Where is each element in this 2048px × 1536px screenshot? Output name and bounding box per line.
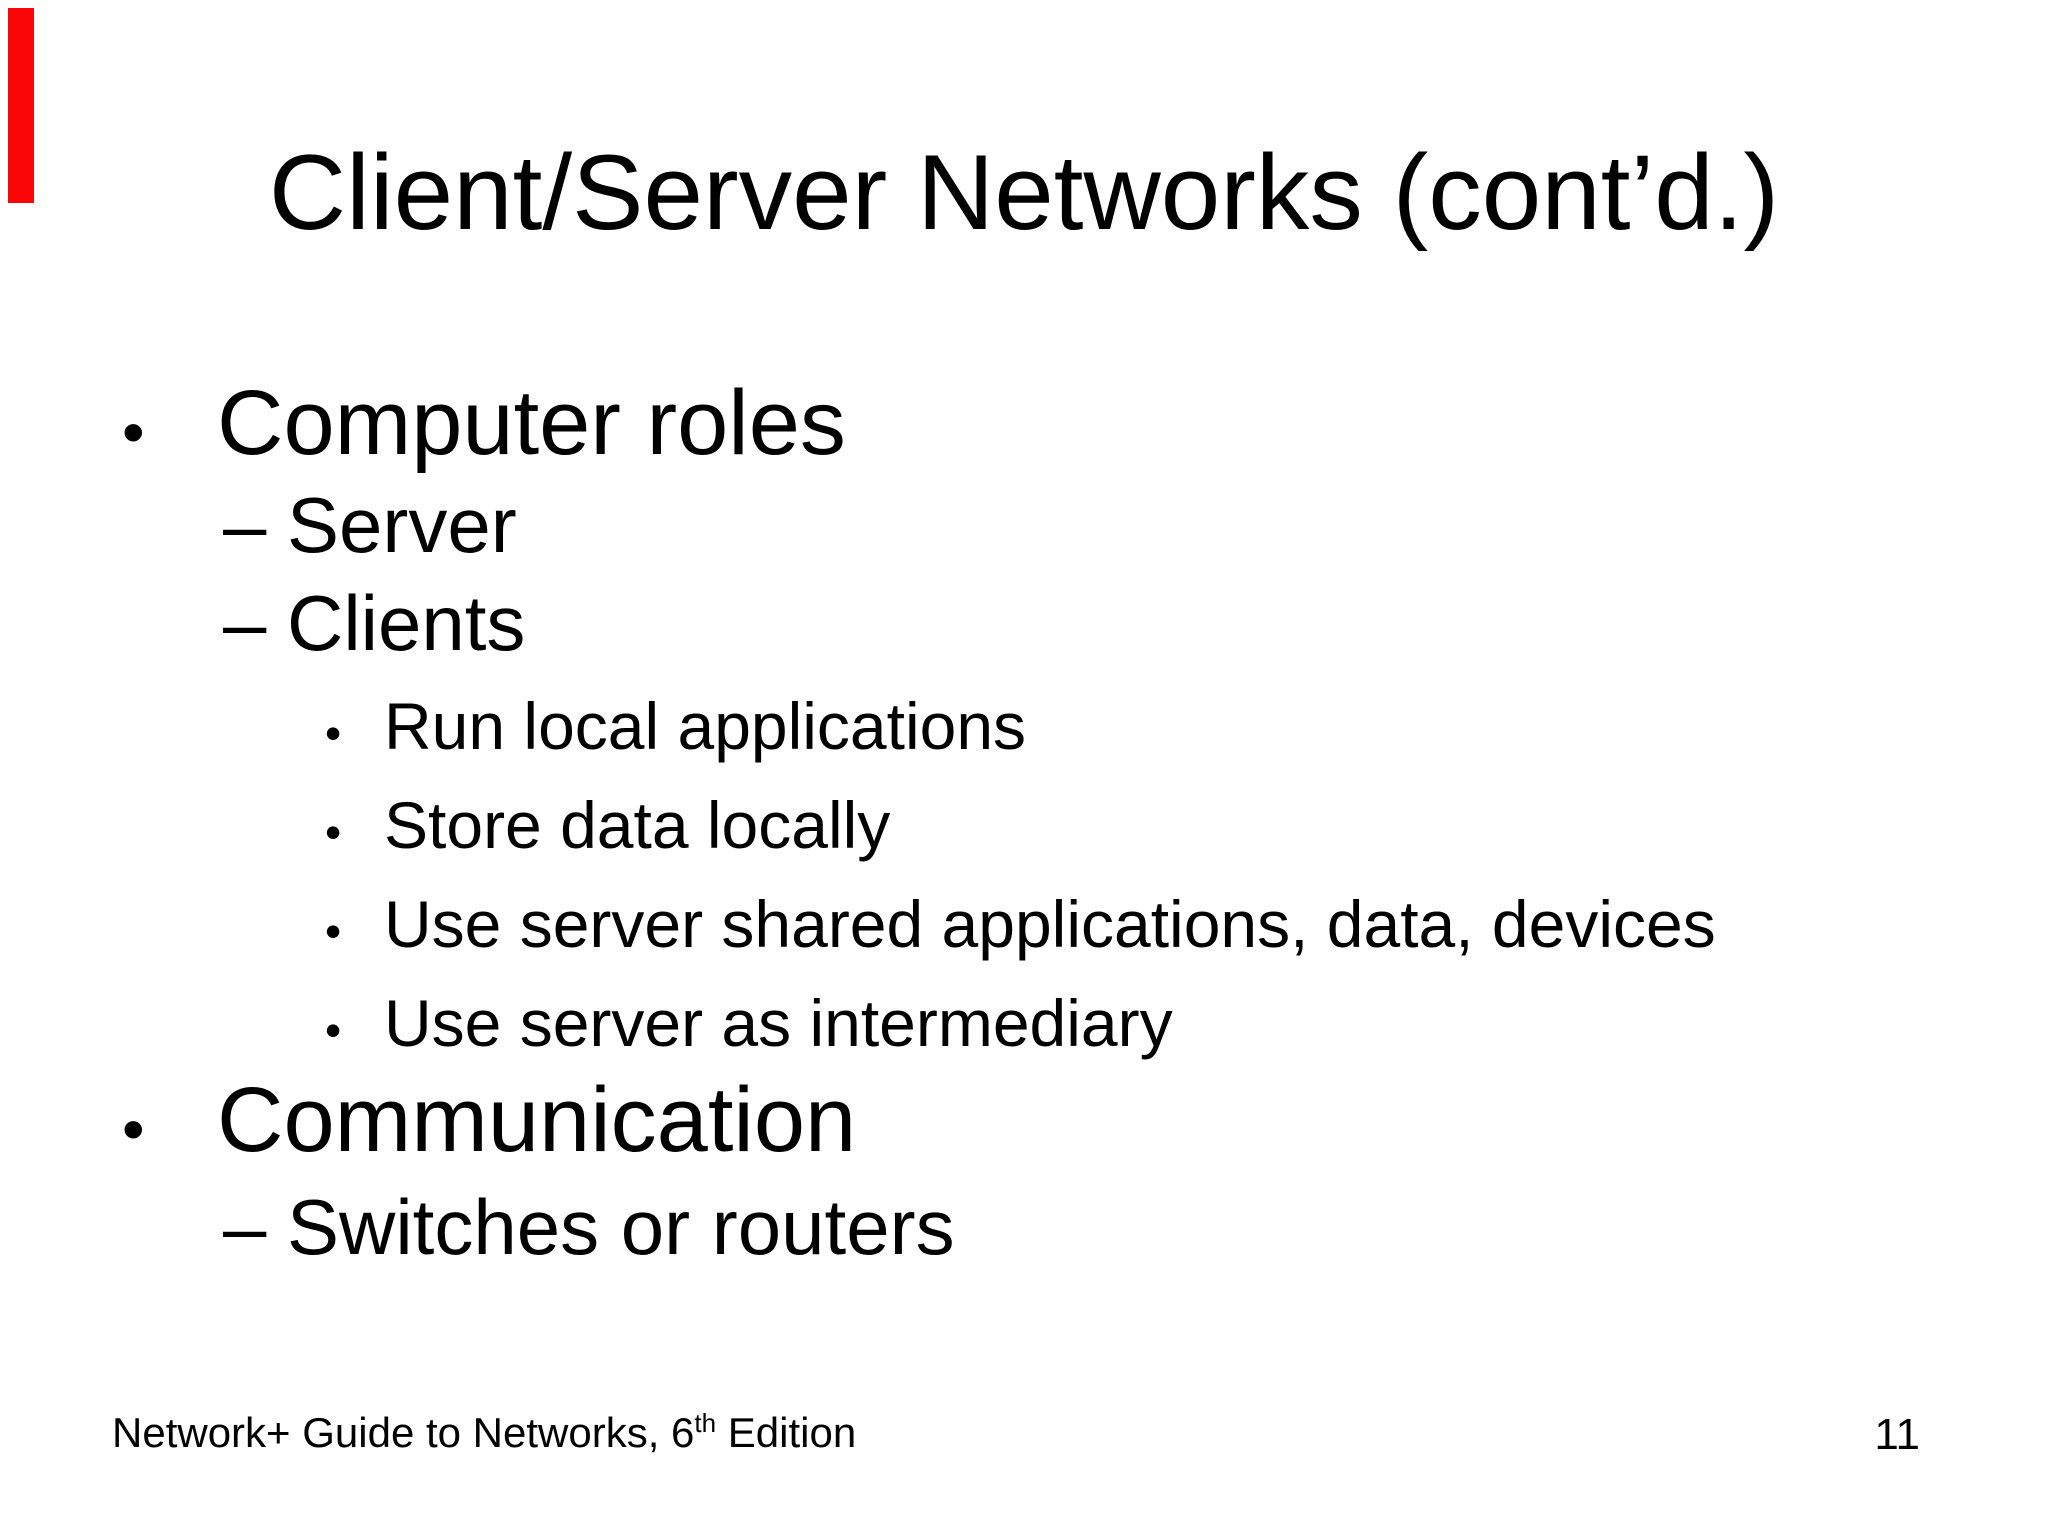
page-number: 11 [1874,1410,1920,1459]
bullet-marker: • [325,1004,342,1056]
list-item-text: Run local applications [384,689,1027,763]
list-item-text: Clients [287,579,526,667]
dash-marker: – [223,481,267,569]
list-item: • Use server as intermediary [0,977,2048,1076]
list-item-text: Computer roles [217,372,846,474]
list-item-text: Use server as intermediary [384,986,1173,1060]
list-item-text: Store data locally [384,788,891,862]
dash-marker: – [223,579,267,667]
list-item: • Store data locally [0,779,2048,878]
bullet-marker: • [122,396,145,468]
bullet-marker: • [325,707,342,759]
footer-title-prefix: Network+ Guide to Networks, 6 [112,1409,695,1456]
list-item: – Clients [0,574,2048,672]
list-item: – Server [0,476,2048,574]
bullet-marker: • [325,905,342,957]
footer-title-suffix: Edition [716,1409,857,1456]
list-item: • Computer roles [0,372,2048,476]
list-item: – Switches or routers [0,1178,2048,1276]
footer-book-title: Network+ Guide to Networks, 6th Edition [112,1409,857,1456]
red-edge-marker [8,8,34,203]
list-item-text: Communication [217,1069,857,1171]
list-item: • Communication [0,1069,2048,1173]
slide-title: Client/Server Networks (cont’d.) [268,132,1780,252]
footer-edition-superscript: th [694,1408,717,1438]
dash-marker: – [223,1183,267,1271]
bullet-marker: • [325,806,342,858]
list-item-text: Switches or routers [287,1183,955,1271]
list-item: • Run local applications [0,680,2048,779]
bullet-list: • Computer roles – Server – Clients • Ru… [0,372,2048,1276]
bullet-marker: • [122,1093,145,1165]
list-item-text: Use server shared applications, data, de… [384,887,1716,961]
list-item-text: Server [287,481,517,569]
list-item: • Use server shared applications, data, … [0,878,2048,977]
